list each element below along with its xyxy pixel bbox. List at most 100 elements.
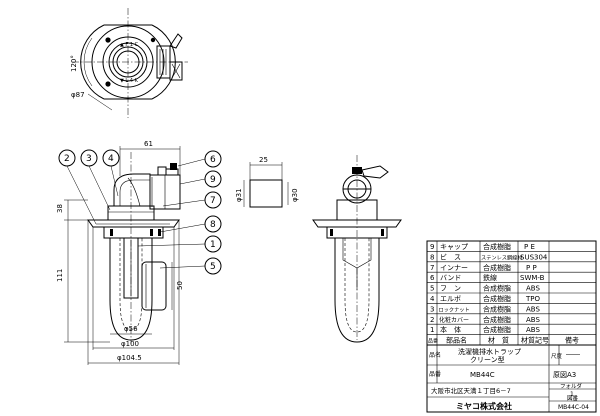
parts-table-header: 品番 部品名 材 質 材質記号 備考 [428, 336, 579, 345]
svg-text:フ ン: フ ン [440, 285, 461, 293]
svg-text:化粧カバー: 化粧カバー [439, 316, 469, 324]
svg-text:合成樹脂: 合成樹脂 [483, 284, 511, 293]
callout-2: 2 [58, 149, 76, 167]
svg-text:▼ L 4 K: ▼ L 4 K [120, 78, 139, 84]
svg-text:2: 2 [64, 154, 70, 164]
svg-text:合成樹脂: 合成樹脂 [483, 263, 511, 272]
svg-text:4: 4 [430, 295, 435, 303]
parts-row-1: 1 本 体 合成樹脂 ABS [430, 325, 540, 334]
svg-text:備考: 備考 [565, 336, 579, 345]
company-name: ミヤコ株式会社 [456, 401, 512, 411]
folder-label: フォルダ [560, 382, 583, 390]
svg-text:ABS: ABS [526, 305, 540, 313]
dim-phi31: φ31 [235, 188, 243, 202]
product-name-1: 洗濯機排水トラップ [458, 347, 521, 356]
svg-text:ABS: ABS [526, 326, 540, 334]
svg-text:品番: 品番 [428, 338, 438, 345]
svg-text:6: 6 [210, 155, 216, 165]
parts-row-6: 6 バンド 鉄線 SWM-B [430, 273, 545, 282]
cap-detail: 25 φ31 φ30 [235, 156, 299, 208]
model-number: MB44C [470, 371, 495, 379]
callout-3: 3 [80, 149, 98, 167]
callout-1: 1 [204, 235, 222, 253]
svg-text:バンド: バンド [440, 274, 461, 282]
svg-text:TPO: TPO [525, 295, 540, 303]
svg-text:SWM-B: SWM-B [520, 274, 545, 282]
svg-text:合成樹脂: 合成樹脂 [483, 304, 511, 313]
dim-phi100: φ100 [121, 340, 139, 348]
scale-label: 尺度 [551, 352, 563, 360]
svg-text:ステンレス鋼線材: ステンレス鋼線材 [481, 253, 523, 261]
parts-row-8: 8 ビ ス ステンレス鋼線材 SUS304 [430, 252, 548, 261]
svg-text:9: 9 [430, 243, 434, 251]
svg-text:8: 8 [430, 253, 434, 261]
svg-text:合成樹脂: 合成樹脂 [483, 294, 511, 303]
drawing-number: MB44C-04 [558, 404, 589, 411]
title-block: 品名 洗濯機排水トラップ クリーン型 尺度 ―― 品番 MB44C 原図A3 大… [426, 344, 597, 413]
dim-50: 50 [176, 281, 184, 290]
svg-text:部品名: 部品名 [446, 336, 467, 345]
top-angle-label: 120° [70, 55, 78, 72]
side-elevation: 61 38 111 50 φ56 φ100 φ104.5 [56, 140, 184, 365]
drawing-size: 原図A3 [553, 371, 576, 379]
svg-text:鉄線: 鉄線 [483, 273, 497, 282]
top-view: ▲ F 1 C ▼ L 4 K 120° φ87 [70, 8, 188, 118]
svg-text:7: 7 [430, 264, 434, 272]
svg-text:3: 3 [430, 305, 434, 313]
svg-text:9: 9 [210, 175, 216, 185]
top-diameter-label: φ87 [71, 91, 85, 99]
leader-lines [66, 158, 206, 269]
svg-text:▲ F 1 C: ▲ F 1 C [120, 42, 139, 48]
svg-text:キャップ: キャップ [440, 243, 468, 251]
svg-text:合成樹脂: 合成樹脂 [483, 315, 511, 324]
dim-phi104: φ104.5 [117, 354, 142, 362]
svg-text:インナー: インナー [440, 264, 468, 272]
parts-row-4: 4 エルボ 合成樹脂 TPO [430, 294, 540, 303]
parts-table: 9 キャップ 合成樹脂 P E 8 ビ ス ステンレス鋼線材 SUS304 7 … [426, 240, 597, 346]
zuban-label: 図番 [567, 395, 579, 402]
parts-row-5: 5 フ ン 合成樹脂 ABS [430, 284, 540, 293]
svg-text:ロックナット: ロックナット [439, 306, 470, 313]
svg-text:本 体: 本 体 [440, 325, 461, 334]
folder-value: 1 [570, 391, 574, 398]
svg-text:P P: P P [526, 264, 537, 272]
product-name-2: クリーン型 [470, 355, 505, 364]
callout-4: 4 [102, 149, 120, 167]
svg-text:4: 4 [108, 154, 114, 164]
dim-25: 25 [259, 156, 268, 164]
callout-7: 7 [204, 191, 222, 209]
dim-61: 61 [144, 140, 153, 148]
callout-5: 5 [204, 257, 222, 275]
svg-text:ABS: ABS [526, 316, 540, 324]
svg-text:P E: P E [524, 243, 535, 251]
dim-111: 111 [56, 269, 64, 282]
svg-text:5: 5 [430, 285, 434, 293]
svg-text:合成樹脂: 合成樹脂 [483, 242, 511, 251]
callouts: 2 3 4 6 9 7 8 1 5 [58, 149, 222, 275]
hinmei-label: 品名 [429, 351, 441, 359]
callout-8: 8 [204, 215, 222, 233]
svg-text:1: 1 [210, 240, 216, 250]
svg-text:8: 8 [210, 220, 216, 230]
parts-row-7: 7 インナー 合成樹脂 P P [430, 263, 537, 272]
svg-text:合成樹脂: 合成樹脂 [483, 325, 511, 334]
parts-row-2: 2 化粧カバー 合成樹脂 ABS [430, 315, 540, 324]
svg-text:材質記号: 材質記号 [521, 336, 549, 345]
dim-phi30: φ30 [291, 188, 299, 202]
dim-38: 38 [56, 204, 64, 213]
svg-text:ABS: ABS [526, 285, 540, 293]
svg-text:6: 6 [430, 274, 435, 282]
callout-6: 6 [204, 150, 222, 168]
front-view [312, 155, 402, 343]
svg-text:エルボ: エルボ [440, 295, 461, 303]
dim-phi56: φ56 [124, 325, 138, 333]
parts-row-9: 9 キャップ 合成樹脂 P E [430, 242, 535, 251]
parts-row-3: 3 ロックナット 合成樹脂 ABS [430, 304, 540, 313]
svg-text:2: 2 [430, 316, 434, 324]
svg-text:ビ ス: ビ ス [440, 252, 461, 261]
svg-text:5: 5 [210, 262, 216, 272]
svg-text:3: 3 [86, 154, 92, 164]
svg-text:SUS304: SUS304 [520, 253, 548, 261]
company-address: 大阪市北区天満１丁目6－7 [431, 386, 511, 395]
